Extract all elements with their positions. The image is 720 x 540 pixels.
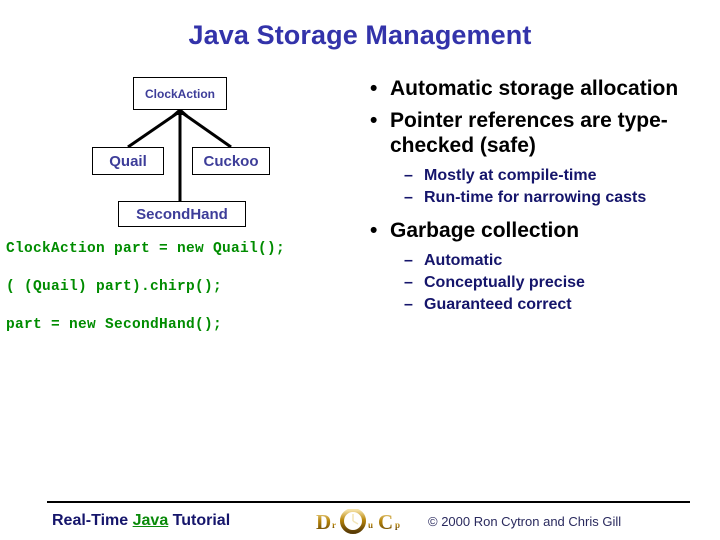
svg-text:u: u (368, 520, 373, 530)
uml-class-label: SecondHand (136, 205, 228, 223)
footer-tutorial-label: Real-Time Java Tutorial (52, 512, 230, 530)
bullet-text: Conceptually precise (424, 274, 585, 291)
footer-divider (47, 501, 690, 503)
bullet-item-automatic: – Automatic (362, 250, 710, 271)
bullet-text: Automatic (424, 252, 503, 269)
bullet-item-guaranteed-correct: – Guaranteed correct (362, 294, 710, 315)
bullet-marker-icon: • (370, 219, 378, 242)
bullet-item-conceptually-precise: – Conceptually precise (362, 272, 710, 293)
inheritance-connector-lines (127, 108, 232, 201)
uml-class-label: Cuckoo (203, 152, 259, 170)
dash-marker-icon: – (404, 167, 413, 184)
page-title: Java Storage Management (188, 20, 532, 50)
java-code-snippet: ClockAction part = new Quail(); ( (Quail… (6, 241, 356, 355)
bullet-item-garbage-collection: • Garbage collection (362, 218, 710, 243)
bullet-text: Garbage collection (390, 219, 580, 242)
uml-class-box-quail[interactable]: Quail (92, 147, 164, 175)
copyright-notice: © 2000 Ron Cytron and Chris Gill (428, 514, 622, 529)
bullet-text: Run-time for narrowing casts (424, 189, 647, 206)
code-line-1: ClockAction part = new Quail(); (6, 241, 286, 257)
class-hierarchy-diagram: ClockAction Quail Cuckoo SecondHand (0, 68, 350, 238)
doc-group-logo-icon: D r u C p (316, 509, 400, 534)
svg-text:C: C (378, 510, 393, 534)
dash-marker-icon: – (404, 252, 413, 269)
bullet-item-automatic-storage-allocation: • Automatic storage allocation (362, 76, 710, 101)
bullet-text: Automatic storage allocation (390, 77, 679, 100)
uml-class-box-secondhand[interactable]: SecondHand (118, 201, 246, 227)
svg-text:r: r (332, 520, 336, 530)
bullet-text: Guaranteed correct (424, 296, 572, 313)
svg-text:p: p (395, 520, 400, 530)
footer-text-realtime: Real-Time (52, 512, 133, 529)
footer-link-java[interactable]: Java (132, 512, 169, 529)
uml-class-label: Quail (109, 152, 147, 170)
dash-marker-icon: – (404, 274, 413, 291)
bullet-item-pointer-references: • Pointer references are type-checked (s… (362, 108, 710, 158)
bullet-list: • Automatic storage allocation • Pointer… (362, 76, 710, 316)
code-line-2: ( (Quail) part).chirp(); (6, 279, 223, 295)
bullet-text: Mostly at compile-time (424, 167, 597, 184)
bullet-item-mostly-compile-time: – Mostly at compile-time (362, 165, 710, 186)
uml-class-label: ClockAction (144, 86, 215, 101)
bullet-text: Pointer references are type-checked (saf… (390, 109, 668, 157)
uml-class-box-clockaction[interactable]: ClockAction (133, 77, 227, 110)
code-line-3: part = new SecondHand(); (6, 317, 223, 333)
bullet-item-runtime-narrowing-casts: – Run-time for narrowing casts (362, 187, 710, 208)
bullet-marker-icon: • (370, 77, 378, 100)
dash-marker-icon: – (404, 296, 413, 313)
footer-text-tutorial: Tutorial (168, 512, 231, 529)
uml-class-box-cuckoo[interactable]: Cuckoo (192, 147, 270, 175)
dash-marker-icon: – (404, 189, 413, 206)
bullet-marker-icon: • (370, 109, 378, 132)
svg-text:D: D (316, 510, 331, 534)
